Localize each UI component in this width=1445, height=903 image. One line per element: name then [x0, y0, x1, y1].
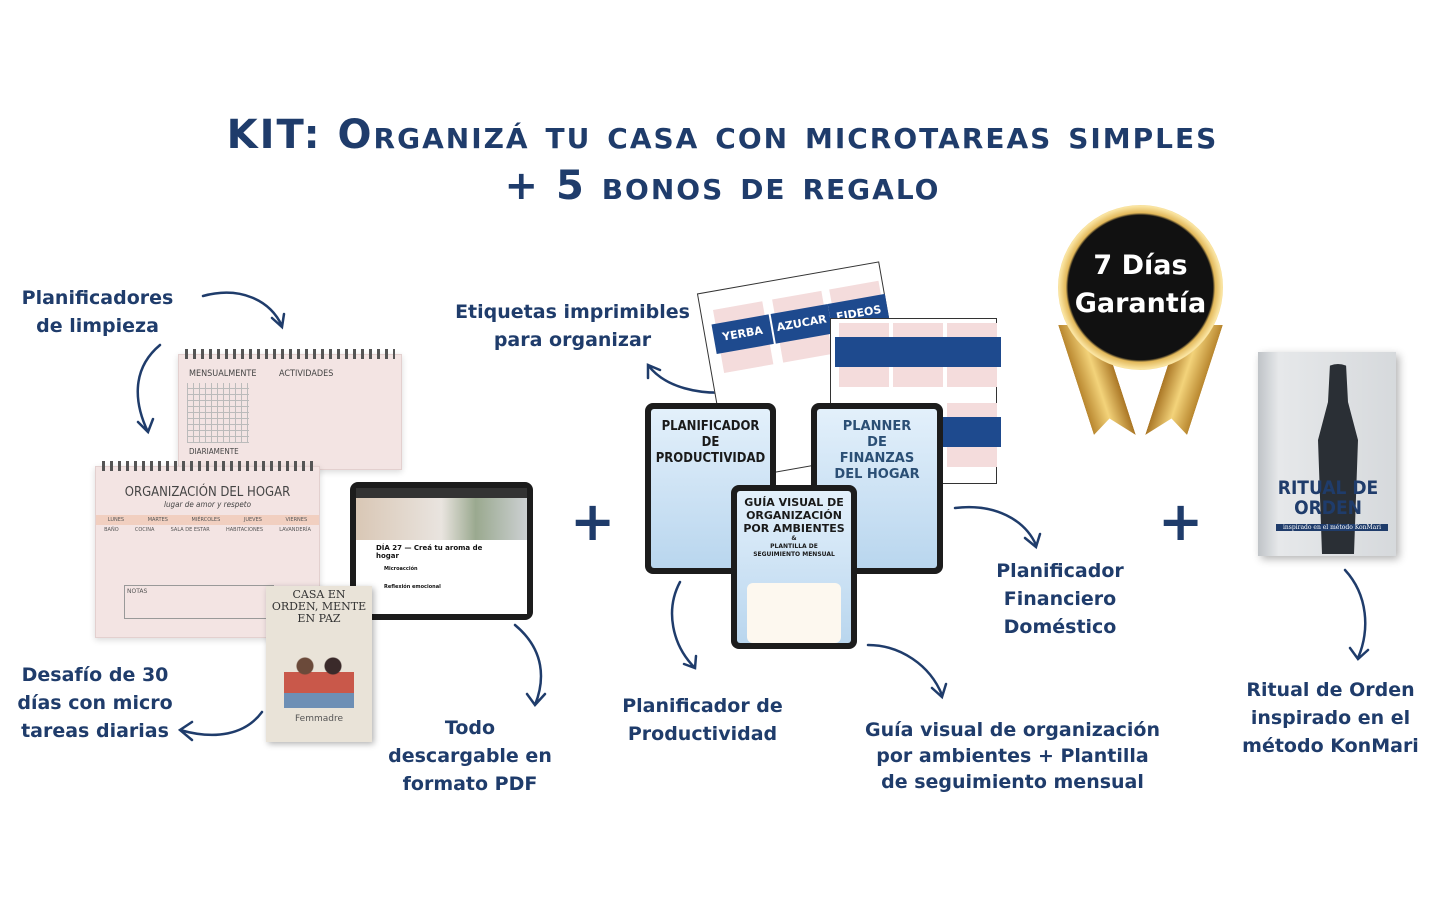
label-guia: Guía visual de organización por ambiente… [865, 719, 1160, 793]
label-desafio: Desafío de 30 días con micro tareas diar… [17, 664, 173, 742]
tag-label: AZUCAR [770, 303, 833, 344]
day-label: MIÉRCOLES [191, 517, 221, 523]
pdf-item: Microacción [384, 566, 418, 572]
book-author: Femmadre [294, 714, 344, 724]
planner-title: ORGANIZACIÓN DEL HOGAR [124, 485, 291, 500]
room-label: BAÑO [104, 527, 119, 533]
pdf-heading: DÍA 27 — Creá tu aroma de hogar [376, 544, 483, 560]
title-line-2: + 5 bonos de regalo [504, 163, 941, 209]
tablet-pdf: DÍA 27 — Creá tu aroma de hogar Microacc… [350, 482, 533, 620]
room-label: SALA DE ESTAR [170, 527, 210, 533]
label-ritual: Ritual de Orden inspirado en el método K… [1242, 679, 1419, 757]
day-label: LUNES [107, 517, 125, 523]
label-etiquetas: Etiquetas imprimibles para organizar [455, 301, 690, 351]
tablet-amp: & [791, 535, 797, 542]
guarantee-badge: 7 Días Garantía [1058, 205, 1223, 445]
badge-garantia: Garantía [1074, 288, 1207, 319]
day-label: VIERNES [285, 517, 308, 523]
notes-box: NOTAS [124, 585, 274, 619]
room-label: HABITACIONES [225, 527, 264, 533]
arrow-icon [177, 710, 264, 742]
planner-monthly: MENSUALMENTE ACTIVIDADES DIARIAMENTE [178, 349, 402, 470]
planner-heading: DIARIAMENTE [189, 447, 239, 456]
day-label: MARTES [147, 517, 168, 523]
pdf-item: Reflexión emocional [384, 584, 441, 590]
plus-sign: + [1158, 490, 1204, 553]
label-descargable: Todo descargable en formato PDF [388, 717, 552, 795]
book-casa-en-orden: CASA EN ORDEN, MENTE EN PAZ Femmadre [266, 586, 372, 742]
book-title: RITUAL DE ORDEN [1277, 477, 1379, 519]
planner-subtitle: lugar de amor y respeto [163, 500, 252, 509]
tag-label: YERBA [711, 314, 774, 354]
label-planificadores: Planificadores de limpieza [21, 287, 174, 337]
arrow-icon [136, 343, 162, 435]
tablet-guia: GUÍA VISUAL DE ORGANIZACIÓN POR AMBIENTE… [731, 485, 857, 649]
label-productividad: Planificador de Productividad [622, 695, 783, 745]
arrow-icon [953, 505, 1042, 550]
arrow-icon [1343, 568, 1370, 661]
book-subtitle: inspirado en el método KonMari [1276, 524, 1388, 531]
title-line-1: KIT: Organizá tu casa con microtareas si… [226, 112, 1219, 158]
room-label: COCINA [134, 527, 155, 533]
arrow-icon [866, 643, 948, 700]
arrow-icon [513, 623, 547, 707]
planner-heading: ACTIVIDADES [279, 369, 334, 379]
plus-sign: + [570, 490, 616, 553]
label-financiero: Planificador Financiero Doméstico [996, 560, 1124, 638]
badge-days: 7 Días [1093, 250, 1188, 281]
arrow-icon [670, 580, 698, 670]
tablet-title: GUÍA VISUAL DE ORGANIZACIÓN POR AMBIENTE… [743, 496, 845, 535]
tablet-subtitle: PLANTILLA DE SEGUIMIENTO MENSUAL [753, 543, 835, 558]
book-ritual-de-orden: RITUAL DE ORDEN inspirado en el método K… [1258, 352, 1396, 556]
book-title: CASA EN ORDEN, MENTE EN PAZ [271, 588, 367, 625]
arrow-icon [201, 291, 286, 330]
room-label: LAVANDERÍA [279, 527, 311, 533]
day-label: JUEVES [243, 517, 262, 523]
planner-heading: MENSUALMENTE [189, 369, 257, 379]
